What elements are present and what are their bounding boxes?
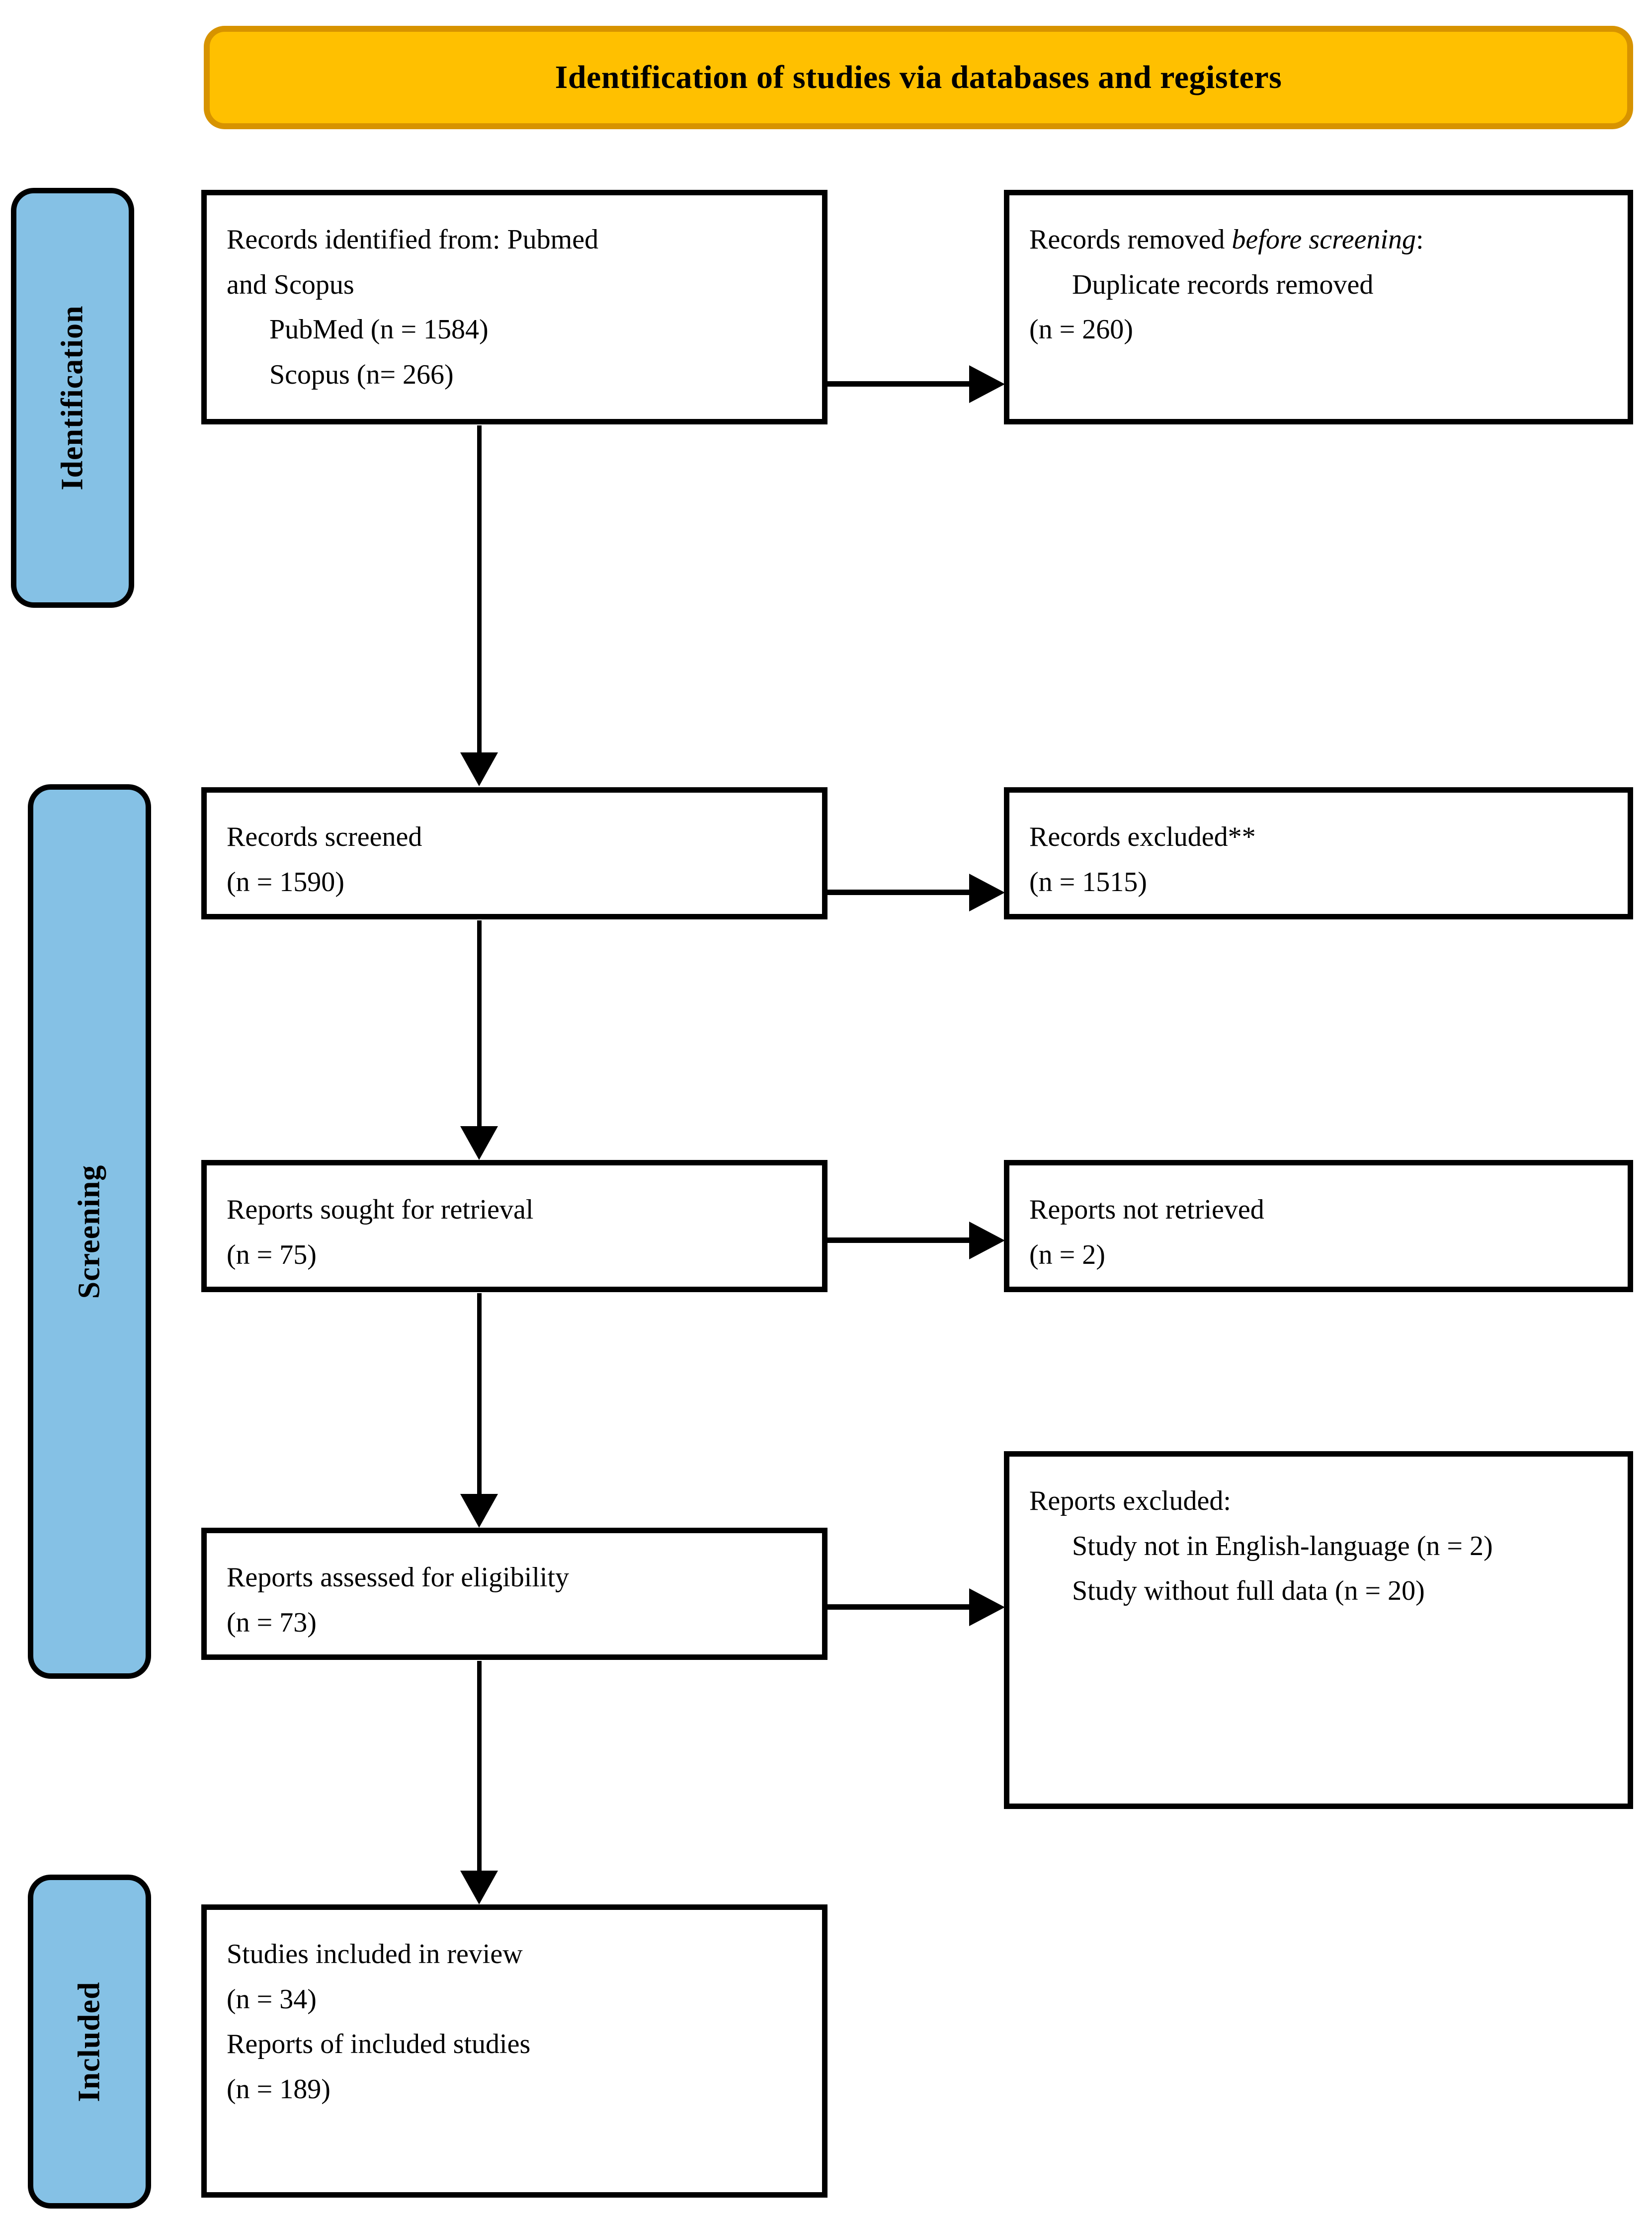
stage-label-identification: Identification — [11, 188, 134, 608]
page-title: Identification of studies via databases … — [555, 59, 1282, 95]
box-reports-assessed-for-eligibility: Reports assessed for eligibility (n = 73… — [201, 1528, 827, 1660]
records-removed-italic: before screening — [1232, 224, 1416, 255]
records-excluded-count: (n = 1515) — [1029, 866, 1147, 898]
reports-of-included-label: Reports of included studies — [227, 2029, 531, 2060]
stage-label-screening-text: Screening — [72, 1164, 106, 1299]
box-records-screened: Records screened (n = 1590) — [201, 787, 827, 919]
arrow-stem — [477, 920, 482, 1128]
reports-assessed-label: Reports assessed for eligibility — [227, 1562, 570, 1593]
arrow-stem — [827, 1237, 972, 1243]
records-removed-count: (n = 260) — [1029, 314, 1133, 345]
records-identified-line2: and Scopus — [227, 269, 354, 300]
reports-not-retrieved-count: (n = 2) — [1029, 1239, 1105, 1270]
box-reports-excluded: Reports excluded: Study not in English-l… — [1004, 1451, 1633, 1809]
arrow-head — [460, 1871, 498, 1904]
reports-not-retrieved-label: Reports not retrieved — [1029, 1194, 1264, 1225]
arrow-head — [460, 752, 498, 786]
arrow-head — [460, 1126, 498, 1160]
arrow-stem — [477, 425, 482, 754]
records-screened-label: Records screened — [227, 822, 422, 852]
records-screened-count: (n = 1590) — [227, 866, 344, 898]
records-identified-scopus: Scopus (n= 266) — [269, 359, 454, 391]
records-removed-prefix: Records removed — [1029, 224, 1232, 255]
records-identified-pubmed: PubMed (n = 1584) — [269, 314, 489, 345]
stage-label-included-text: Included — [72, 1981, 106, 2102]
records-excluded-label: Records excluded** — [1029, 822, 1256, 852]
reports-sought-count: (n = 75) — [227, 1239, 317, 1270]
arrow-stem — [827, 381, 972, 387]
reports-assessed-count: (n = 73) — [227, 1607, 317, 1638]
reports-excluded-heading: Reports excluded: — [1029, 1485, 1231, 1516]
arrow-stem — [477, 1661, 482, 1873]
arrow-head — [969, 1588, 1005, 1626]
records-identified-line1: Records identified from: Pubmed — [227, 224, 599, 255]
box-reports-not-retrieved: Reports not retrieved (n = 2) — [1004, 1160, 1633, 1292]
reports-of-included-count: (n = 189) — [227, 2074, 330, 2105]
studies-included-label: Studies included in review — [227, 1939, 523, 1970]
box-records-removed-before-screening: Records removed before screening: Duplic… — [1004, 190, 1633, 424]
box-records-identified: Records identified from: Pubmed and Scop… — [201, 190, 827, 424]
stage-label-screening: Screening — [28, 784, 151, 1679]
arrow-stem — [827, 1604, 972, 1610]
stage-label-identification-text: Identification — [55, 305, 89, 491]
records-removed-heading: Records removed before screening: — [1029, 217, 1608, 262]
arrow-head — [460, 1494, 498, 1528]
reports-excluded-reason-2: Study without full data (n = 20) — [1072, 1575, 1425, 1607]
arrow-stem — [477, 1293, 482, 1496]
diagram-header-banner: Identification of studies via databases … — [204, 26, 1633, 129]
studies-included-count: (n = 34) — [227, 1983, 317, 2015]
records-removed-suffix: : — [1416, 224, 1424, 255]
reports-sought-label: Reports sought for retrieval — [227, 1194, 534, 1225]
arrow-head — [969, 1222, 1005, 1259]
box-records-excluded: Records excluded** (n = 1515) — [1004, 787, 1633, 919]
box-reports-sought-for-retrieval: Reports sought for retrieval (n = 75) — [201, 1160, 827, 1292]
reports-excluded-reason-1: Study not in English-language (n = 2) — [1072, 1530, 1493, 1562]
records-removed-duplicates: Duplicate records removed — [1072, 269, 1374, 300]
arrow-stem — [827, 890, 972, 895]
stage-label-included: Included — [28, 1875, 151, 2209]
arrow-head — [969, 365, 1005, 403]
arrow-head — [969, 874, 1005, 911]
box-studies-included-in-review: Studies included in review (n = 34) Repo… — [201, 1904, 827, 2198]
